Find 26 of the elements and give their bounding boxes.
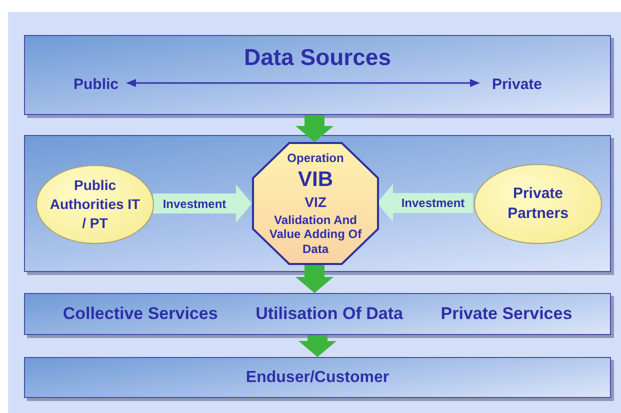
block-arrow	[377, 184, 473, 222]
octagon-text: VIB	[298, 167, 333, 192]
side-label: Public	[65, 73, 127, 95]
octagon-text: Operation	[287, 150, 344, 166]
ellipse-text: Public Authorities IT / PT	[49, 176, 141, 233]
band-text: Enduser/Customer	[246, 368, 390, 386]
octagon-node	[253, 143, 378, 264]
band-panel	[24, 357, 611, 398]
octagon-text: VIZ	[304, 194, 326, 212]
band-panel	[24, 135, 611, 272]
ellipse-text: Private Partners	[506, 184, 570, 224]
block-arrow	[296, 263, 334, 293]
arrow	[126, 79, 480, 87]
edge-label: Investment	[400, 196, 466, 210]
band-text: Private Services	[440, 304, 572, 324]
band-text: Data Sources	[244, 44, 391, 71]
side-label: Private	[481, 73, 553, 95]
band-text: Utilisation Of Data	[256, 304, 403, 324]
band-text: Collective Services	[62, 304, 218, 324]
block-arrow	[298, 335, 336, 357]
band-panel	[24, 293, 611, 335]
block-arrow	[153, 184, 252, 222]
edge-label: Investment	[162, 196, 228, 210]
band-panel	[24, 35, 611, 115]
octagon-text: Validation And Value Adding Of Data	[268, 213, 363, 256]
block-arrow	[296, 115, 334, 142]
